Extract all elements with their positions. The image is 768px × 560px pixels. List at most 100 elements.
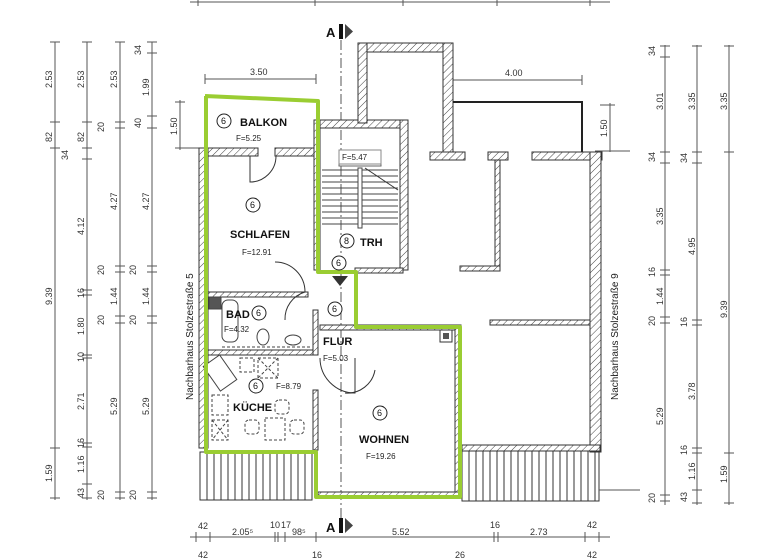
svg-text:26: 26 xyxy=(455,550,465,560)
svg-text:TRH: TRH xyxy=(360,237,383,249)
svg-text:42: 42 xyxy=(587,520,597,530)
svg-text:1.99: 1.99 xyxy=(141,78,151,96)
svg-text:34: 34 xyxy=(647,152,657,162)
svg-text:2.71: 2.71 xyxy=(76,392,86,410)
svg-text:4.27: 4.27 xyxy=(109,192,119,210)
section-marker-bottom: A xyxy=(326,518,353,535)
svg-text:1.50: 1.50 xyxy=(169,117,179,135)
svg-text:16: 16 xyxy=(490,520,500,530)
svg-text:34: 34 xyxy=(60,150,70,160)
svg-text:3.78: 3.78 xyxy=(687,382,697,400)
svg-text:20: 20 xyxy=(128,315,138,325)
room-wohnen: 6 WOHNEN F=19.26 xyxy=(359,405,409,461)
svg-text:9.39: 9.39 xyxy=(719,300,729,318)
neighbor-right-label: Nachbarhaus Stolzestraße 9 xyxy=(610,273,621,400)
svg-text:20: 20 xyxy=(96,315,106,325)
svg-text:98⁵: 98⁵ xyxy=(292,527,306,537)
apartment-highlight xyxy=(204,94,462,499)
svg-text:82: 82 xyxy=(76,132,86,142)
svg-text:F=5.47: F=5.47 xyxy=(342,153,368,162)
svg-text:1.59: 1.59 xyxy=(44,464,54,482)
svg-text:1.16: 1.16 xyxy=(76,455,86,473)
bathroom-fixtures xyxy=(208,296,312,348)
room-kueche: 6 F=8.79 KÜCHE xyxy=(233,378,302,414)
svg-text:6: 6 xyxy=(377,408,382,418)
svg-text:42: 42 xyxy=(198,521,208,531)
svg-text:17: 17 xyxy=(281,520,291,530)
left-dimensions xyxy=(50,41,200,500)
svg-text:16: 16 xyxy=(647,267,657,277)
svg-text:F=5.03: F=5.03 xyxy=(323,354,349,363)
svg-text:34: 34 xyxy=(647,46,657,56)
svg-text:8: 8 xyxy=(344,236,349,246)
svg-text:KÜCHE: KÜCHE xyxy=(233,401,272,414)
svg-text:2.53: 2.53 xyxy=(76,70,86,88)
svg-text:82: 82 xyxy=(44,132,54,142)
svg-text:FLUR: FLUR xyxy=(323,336,352,348)
right-dimensions xyxy=(595,45,734,505)
svg-text:3.50: 3.50 xyxy=(250,67,268,77)
svg-text:5.29: 5.29 xyxy=(141,397,151,415)
svg-text:A: A xyxy=(326,25,336,40)
room-trh: F=5.47 8 TRH xyxy=(338,149,383,249)
left-dimension-labels: 2.53 82 34 4.12 9.39 16 1.80 10 2.71 16 … xyxy=(44,45,179,500)
svg-text:20: 20 xyxy=(647,316,657,326)
svg-text:6: 6 xyxy=(221,116,226,126)
balcony-railing-right xyxy=(461,450,640,502)
svg-text:20: 20 xyxy=(96,122,106,132)
svg-text:F=19.26: F=19.26 xyxy=(366,452,396,461)
svg-text:4.27: 4.27 xyxy=(141,192,151,210)
svg-text:10: 10 xyxy=(76,352,86,362)
svg-text:4.00: 4.00 xyxy=(505,68,523,78)
svg-text:1.44: 1.44 xyxy=(655,287,665,305)
bottom-dimensions: 42 2.05⁵ 10 17 98⁵ 5.52 16 2.73 42 42 16… xyxy=(190,520,610,560)
svg-text:16: 16 xyxy=(76,438,86,448)
kitchen-fixtures xyxy=(202,354,305,441)
svg-text:3.35: 3.35 xyxy=(687,92,697,110)
svg-text:6: 6 xyxy=(250,200,255,210)
svg-text:SCHLAFEN: SCHLAFEN xyxy=(230,229,290,241)
svg-text:5.52: 5.52 xyxy=(392,527,410,537)
svg-text:2.53: 2.53 xyxy=(109,70,119,88)
svg-text:40: 40 xyxy=(133,118,143,128)
svg-text:16: 16 xyxy=(312,550,322,560)
svg-text:20: 20 xyxy=(96,490,106,500)
svg-text:9.39: 9.39 xyxy=(44,287,54,305)
svg-text:2.73: 2.73 xyxy=(530,527,548,537)
section-marker-top: A xyxy=(326,24,353,40)
svg-text:20: 20 xyxy=(128,265,138,275)
svg-text:A: A xyxy=(326,520,336,535)
svg-text:5.29: 5.29 xyxy=(109,397,119,415)
svg-text:10: 10 xyxy=(270,520,280,530)
svg-text:42: 42 xyxy=(198,550,208,560)
svg-text:1.44: 1.44 xyxy=(141,287,151,305)
doors xyxy=(249,155,376,394)
svg-text:3.01: 3.01 xyxy=(655,92,665,110)
svg-text:3.35: 3.35 xyxy=(719,92,729,110)
svg-text:43: 43 xyxy=(679,492,689,502)
svg-text:16: 16 xyxy=(679,445,689,455)
svg-text:1.80: 1.80 xyxy=(76,317,86,335)
svg-text:4.95: 4.95 xyxy=(687,237,697,255)
svg-text:16: 16 xyxy=(76,288,86,298)
svg-text:6: 6 xyxy=(253,381,258,391)
svg-text:20: 20 xyxy=(128,490,138,500)
svg-text:2.05⁵: 2.05⁵ xyxy=(232,527,254,537)
svg-text:1.44: 1.44 xyxy=(109,287,119,305)
svg-text:1.50: 1.50 xyxy=(599,119,609,137)
svg-text:20: 20 xyxy=(96,265,106,275)
svg-text:6: 6 xyxy=(332,304,337,314)
room-flur: 6 FLUR F=5.03 xyxy=(323,301,352,363)
svg-text:5.29: 5.29 xyxy=(655,407,665,425)
svg-text:BAD: BAD xyxy=(226,309,250,321)
svg-text:16: 16 xyxy=(679,317,689,327)
svg-text:43: 43 xyxy=(76,488,86,498)
svg-text:34: 34 xyxy=(133,45,143,55)
svg-text:4.12: 4.12 xyxy=(76,217,86,235)
meter-symbol xyxy=(332,276,348,286)
svg-text:F=8.79: F=8.79 xyxy=(276,382,302,391)
svg-text:42: 42 xyxy=(587,550,597,560)
neighbor-left-label: Nachbarhaus Stolzestraße 5 xyxy=(185,273,196,400)
svg-text:3.35: 3.35 xyxy=(655,207,665,225)
